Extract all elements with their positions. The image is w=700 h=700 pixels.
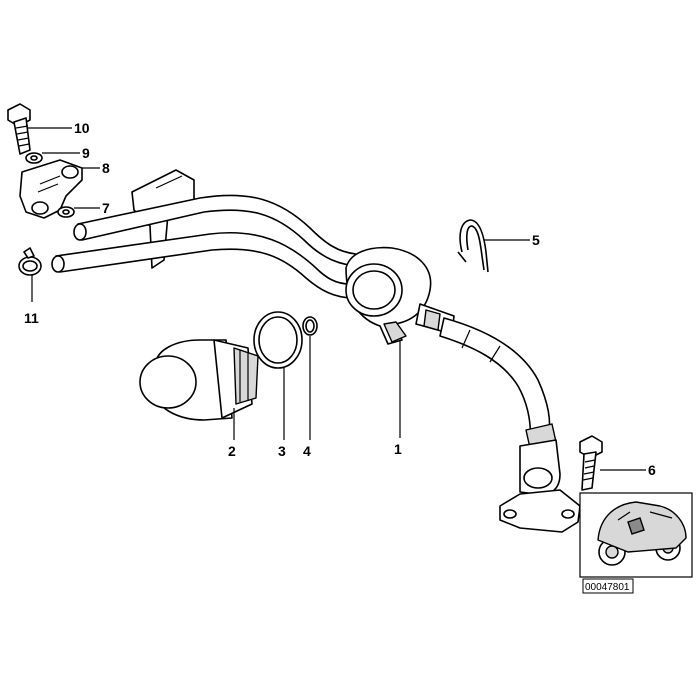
o-ring-part-4[interactable] <box>302 316 318 336</box>
coolant-pipe-assembly-part-1[interactable] <box>51 169 581 533</box>
callout-3[interactable]: 3 <box>278 443 286 459</box>
callout-1[interactable]: 1 <box>394 441 402 457</box>
callout-2[interactable]: 2 <box>228 443 236 459</box>
bolt-part-10[interactable] <box>7 103 31 155</box>
motorcycle-silhouette-icon <box>597 501 687 566</box>
clamp-bracket-part-8[interactable] <box>19 159 83 219</box>
motorcycle-location-thumbnail: 00047801 <box>579 492 693 594</box>
callout-9[interactable]: 9 <box>82 145 90 161</box>
callout-10[interactable]: 10 <box>74 120 90 136</box>
hose-clip-part-11[interactable] <box>18 247 42 276</box>
thermostat-part-2[interactable] <box>139 339 259 421</box>
callout-7[interactable]: 7 <box>102 200 110 216</box>
callout-4[interactable]: 4 <box>303 443 311 459</box>
washer-part-7[interactable] <box>57 206 75 218</box>
callout-11[interactable]: 11 <box>24 310 39 326</box>
sealing-ring-part-3[interactable] <box>253 311 303 369</box>
callout-5[interactable]: 5 <box>532 232 540 248</box>
callout-6[interactable]: 6 <box>648 462 656 478</box>
bolt-part-6[interactable] <box>579 435 603 491</box>
washer-part-9[interactable] <box>25 152 43 164</box>
thumbnail-reference-code: 00047801 <box>585 582 630 593</box>
callout-8[interactable]: 8 <box>102 160 110 176</box>
spring-clip-part-5[interactable] <box>457 219 489 273</box>
